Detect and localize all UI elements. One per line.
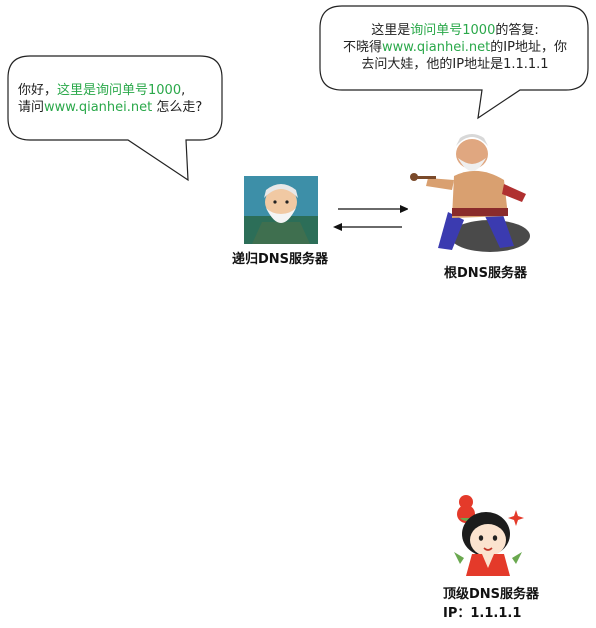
left-bubble-comma: , — [181, 83, 186, 98]
left-bubble-greeting: 你好， — [18, 83, 58, 98]
right-bubble-reply: 的答复: — [495, 23, 539, 38]
left-bubble-ask: 请问 — [18, 100, 45, 115]
right-bubble-unknown: 不晓得 — [343, 40, 383, 55]
left-bubble-line-2: 请问www.qianhei.net 怎么走? — [18, 99, 202, 116]
request-arrow — [338, 205, 409, 213]
left-bubble-question: 怎么走? — [152, 100, 203, 115]
right-bubble-domain: www.qianhei.net — [382, 40, 491, 55]
tld-dns-label: 顶级DNS服务器 — [443, 587, 540, 602]
right-bubble-intro: 这里是 — [371, 23, 411, 38]
response-arrow — [333, 223, 402, 231]
left-bubble-text: 你好，这里是询问单号1000, 请问www.qianhei.net 怎么走? — [18, 82, 202, 116]
right-bubble-line-1: 这里是询问单号1000的答复: — [330, 22, 580, 39]
left-bubble-query-id: 这里是询问单号1000 — [57, 83, 182, 98]
right-bubble-line-2: 不晓得www.qianhei.net的IP地址，你 — [330, 39, 580, 56]
recursive-dns-label: 递归DNS服务器 — [232, 252, 329, 267]
right-bubble-text: 这里是询问单号1000的答复: 不晓得www.qianhei.net的IP地址，… — [330, 22, 580, 73]
right-bubble-line-3: 去问大娃，他的IP地址是1.1.1.1 — [361, 57, 549, 72]
root-dns-icon — [408, 124, 548, 256]
left-speech-bubble — [7, 55, 223, 182]
right-speech-bubble — [319, 5, 589, 120]
recursive-dns-icon — [244, 176, 318, 244]
left-bubble-line-1: 你好，这里是询问单号1000, — [18, 82, 202, 99]
tld-dns-icon — [446, 488, 532, 578]
left-bubble-domain: www.qianhei.net — [44, 100, 153, 115]
root-dns-label: 根DNS服务器 — [444, 266, 528, 281]
right-bubble-ip-text: 的IP地址，你 — [490, 40, 567, 55]
right-bubble-query-id: 询问单号1000 — [410, 23, 496, 38]
tld-dns-ip: IP：1.1.1.1 — [443, 606, 522, 621]
